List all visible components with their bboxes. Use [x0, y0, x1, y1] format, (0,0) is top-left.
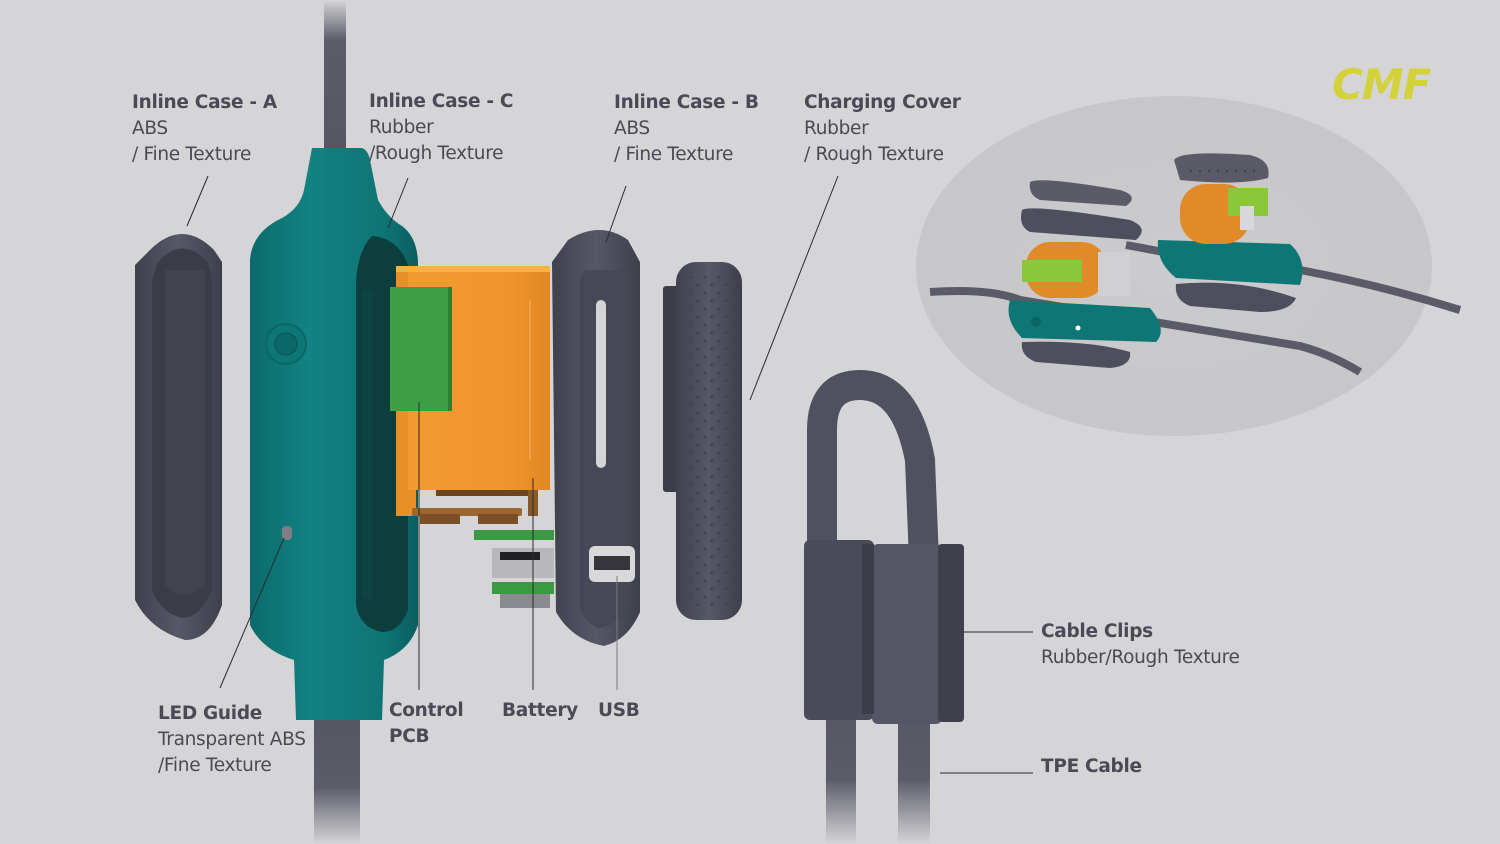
callout-material: ABS — [614, 118, 650, 139]
callout-title: LED Guide — [158, 703, 263, 724]
callout-material: ABS — [132, 118, 168, 139]
inline-case-a-part — [135, 234, 222, 640]
callout-tpe-cable: TPE Cable — [1041, 754, 1142, 780]
control-pcb-part — [390, 287, 554, 608]
callout-title: Inline Case - C — [369, 91, 514, 112]
inline-case-b-part — [552, 230, 640, 646]
brand-mark-cmf: CMF — [1332, 60, 1431, 109]
callout-material: Transparent ABS — [158, 729, 306, 750]
callout-title: Battery — [502, 700, 578, 721]
callout-title: Charging Cover — [804, 92, 961, 113]
callout-texture: /Fine Texture — [158, 755, 272, 776]
inline-case-c-part — [250, 148, 418, 720]
callout-material: Rubber — [369, 117, 434, 138]
callout-texture: / Fine Texture — [132, 144, 252, 165]
callout-led-guide: LED Guide Transparent ABS /Fine Texture — [158, 701, 306, 779]
callout-title: Inline Case - A — [132, 92, 277, 113]
callout-inline-case-a: Inline Case - A ABS / Fine Texture — [132, 90, 277, 168]
callout-texture: / Rough Texture — [804, 144, 944, 165]
led-guide-part — [282, 526, 292, 540]
callout-material: Rubber — [804, 118, 869, 139]
callout-title-line2: PCB — [389, 726, 430, 747]
callout-title: TPE Cable — [1041, 756, 1142, 777]
callout-title: Inline Case - B — [614, 92, 759, 113]
callout-texture: / Fine Texture — [614, 144, 734, 165]
leader-lines — [186, 175, 1033, 774]
cable-clips-part — [804, 369, 964, 844]
callout-texture: /Rough Texture — [369, 143, 504, 164]
callout-title: Control — [389, 700, 464, 721]
charging-cover-part — [663, 262, 742, 620]
callout-inline-case-b: Inline Case - B ABS / Fine Texture — [614, 90, 759, 168]
callout-inline-case-c: Inline Case - C Rubber /Rough Texture — [369, 89, 513, 167]
callout-title: Cable Clips — [1041, 621, 1153, 642]
assembly-inset — [916, 96, 1462, 436]
callout-control-pcb: Control PCB — [389, 698, 464, 750]
callout-usb: USB — [598, 698, 640, 724]
callout-title: USB — [598, 700, 640, 721]
tpe-cable-main — [314, 0, 360, 844]
callout-charging-cover: Charging Cover Rubber / Rough Texture — [804, 90, 961, 168]
callout-material: Rubber/Rough Texture — [1041, 647, 1240, 668]
callout-battery: Battery — [502, 698, 578, 724]
callout-cable-clips: Cable Clips Rubber/Rough Texture — [1041, 619, 1240, 671]
